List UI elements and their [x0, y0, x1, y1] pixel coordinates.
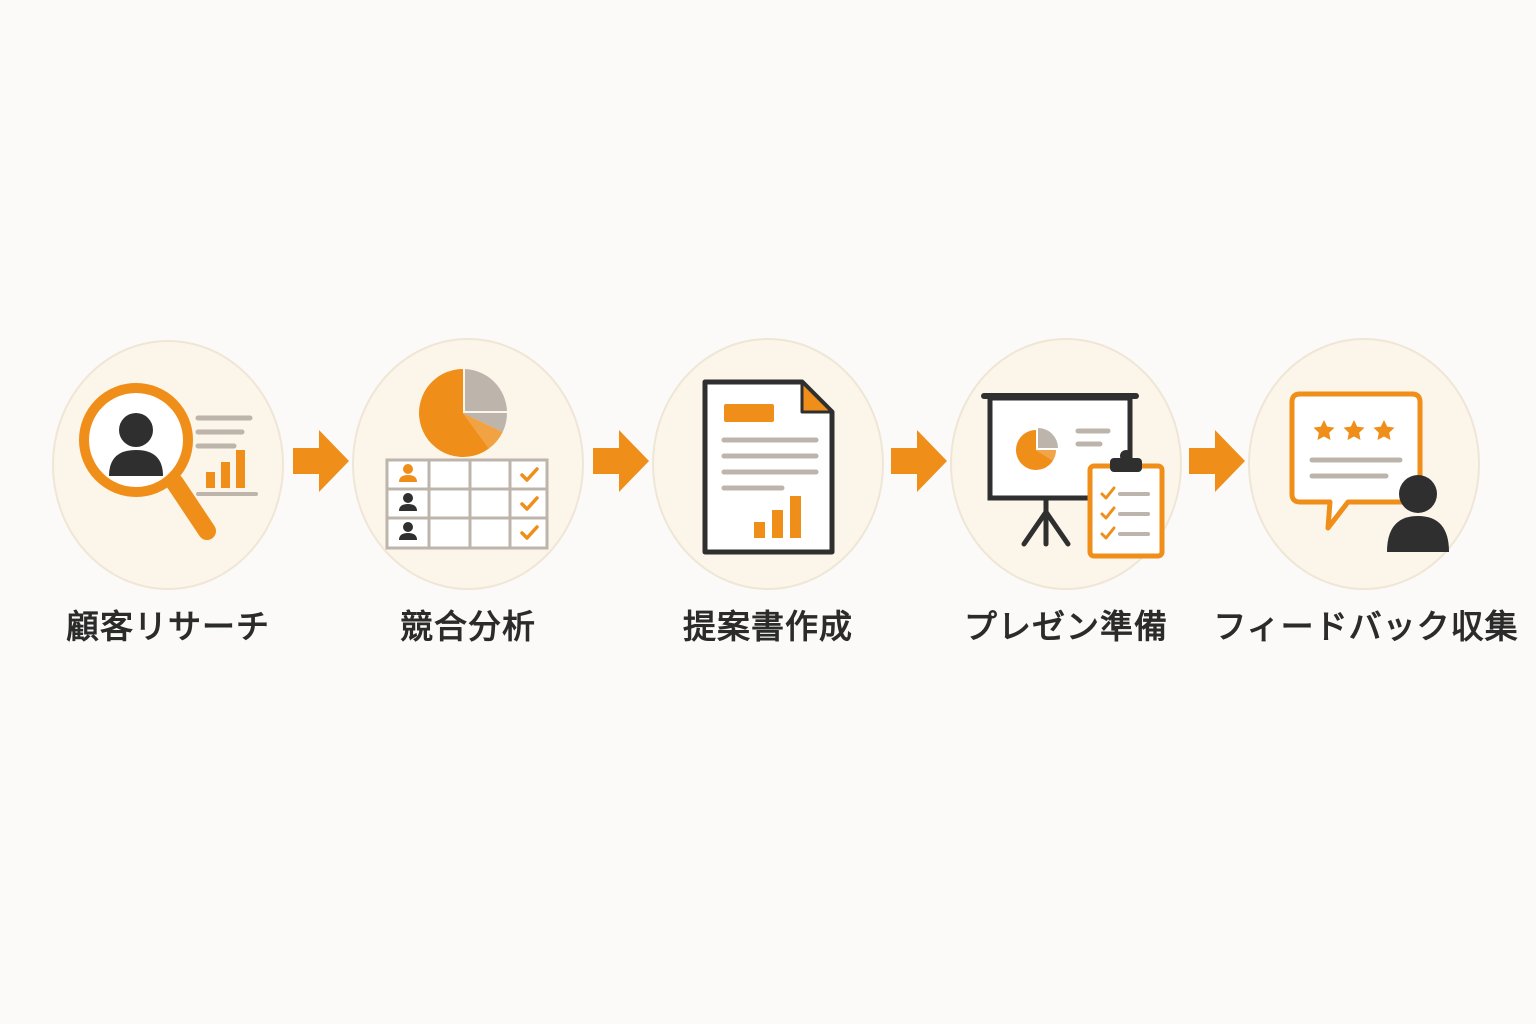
document-icon [702, 379, 835, 555]
arrow-right-icon [1189, 430, 1245, 492]
presentation-board-clipboard-icon [981, 393, 1165, 559]
magnifier-user-icon [79, 383, 258, 540]
step-2-label: 競合分析 [400, 607, 536, 646]
speech-bubble-rating-icon [1289, 391, 1449, 552]
arrow-right-icon [593, 430, 649, 492]
step-5-label: フィードバック収集 [1213, 607, 1519, 646]
pie-chart-comparison-table-icon [385, 369, 549, 550]
step-1-label: 顧客リサーチ [66, 607, 270, 646]
arrow-right-icon [891, 430, 947, 492]
step-4-label: プレゼン準備 [964, 607, 1168, 646]
arrow-right-icon [293, 430, 349, 492]
step-3-label: 提案書作成 [683, 607, 853, 646]
